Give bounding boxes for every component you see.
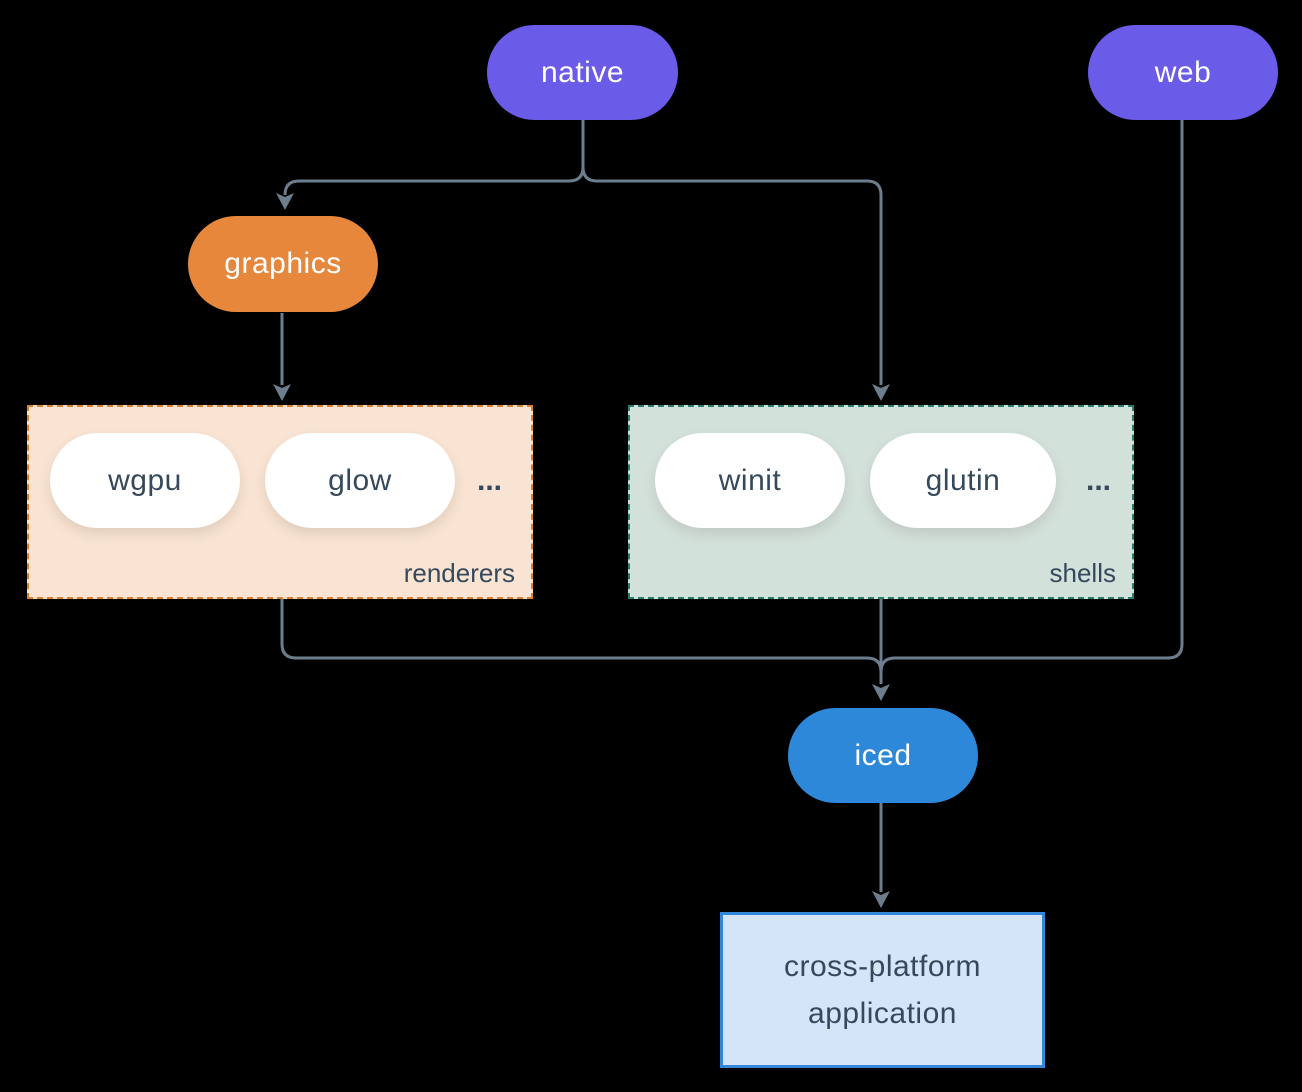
renderers-ellipsis: ... bbox=[477, 463, 503, 497]
node-graphics-label: graphics bbox=[224, 247, 342, 280]
group-shells: winit glutin ... shells bbox=[628, 405, 1134, 599]
arrowhead-iced bbox=[872, 684, 890, 701]
group-renderers: wgpu glow ... renderers bbox=[27, 405, 533, 599]
node-web-label: web bbox=[1154, 55, 1212, 89]
group-shells-label: shells bbox=[1049, 558, 1116, 588]
node-winit: winit bbox=[655, 433, 845, 528]
node-application-line2: application bbox=[808, 997, 957, 1030]
node-application: cross-platform application bbox=[720, 912, 1045, 1068]
arrowhead-graphics bbox=[276, 193, 294, 210]
node-graphics: graphics bbox=[188, 216, 378, 312]
edge-renderers-iced bbox=[280, 599, 883, 673]
edge-native-shells bbox=[581, 120, 883, 385]
node-wgpu: wgpu bbox=[50, 433, 240, 528]
node-glow-label: glow bbox=[328, 463, 392, 497]
arrowhead-shells bbox=[872, 384, 890, 401]
node-native: native bbox=[487, 25, 678, 120]
node-iced: iced bbox=[788, 708, 978, 803]
arrowhead-application bbox=[872, 891, 890, 908]
node-glutin-label: glutin bbox=[925, 463, 1001, 497]
node-glow: glow bbox=[265, 433, 455, 528]
node-winit-label: winit bbox=[718, 463, 782, 497]
edge-native-graphics bbox=[283, 120, 585, 196]
node-application-line1: cross-platform bbox=[783, 950, 982, 983]
node-iced-label: iced bbox=[854, 738, 912, 772]
shells-ellipsis: ... bbox=[1086, 463, 1112, 497]
node-wgpu-label: wgpu bbox=[108, 463, 182, 497]
node-web: web bbox=[1088, 25, 1278, 120]
group-renderers-label: renderers bbox=[403, 558, 515, 588]
node-glutin: glutin bbox=[870, 433, 1056, 528]
arrowhead-renderers bbox=[273, 384, 291, 401]
edge-web-iced bbox=[879, 120, 1184, 673]
node-native-label: native bbox=[540, 55, 625, 89]
